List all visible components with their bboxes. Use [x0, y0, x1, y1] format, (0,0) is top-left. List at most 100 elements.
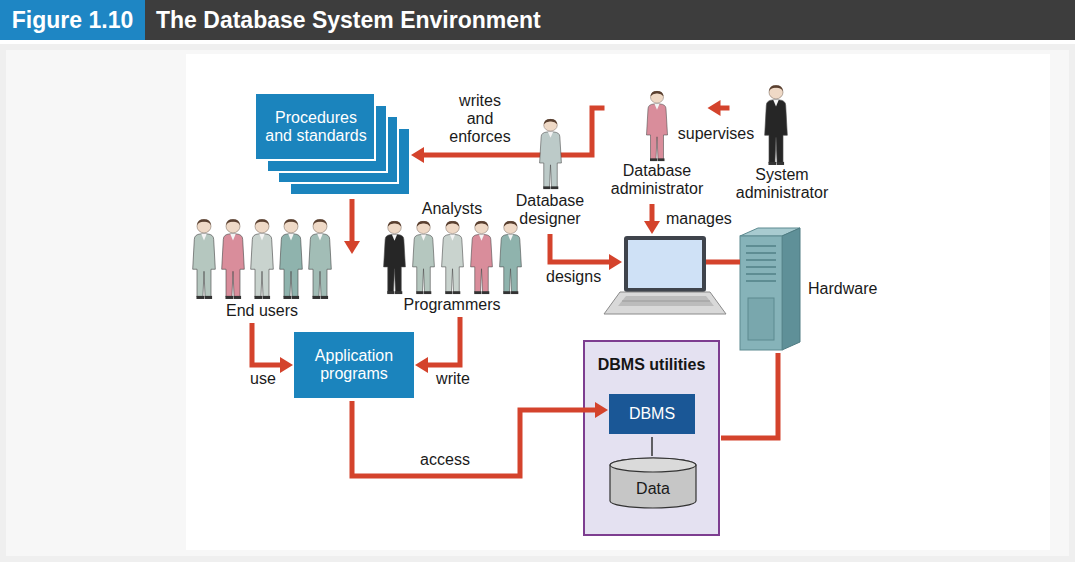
process-box: DBMS [609, 394, 695, 434]
person-figure [193, 219, 216, 299]
process-box: Application programs [294, 332, 414, 398]
person-figure [309, 219, 332, 299]
figure-space [184, 216, 340, 302]
arrow-head [280, 357, 293, 373]
edge-label-holder: write [434, 370, 472, 388]
edge-label-holder: access [418, 451, 472, 469]
arrow-head [644, 221, 660, 234]
person-figure [384, 221, 406, 294]
node-label: Hardware [808, 280, 877, 298]
connector-line [252, 323, 282, 365]
node-label: Data [636, 480, 670, 498]
group-heading: DBMS utilities [585, 356, 718, 374]
connector [252, 323, 293, 373]
cylinder-top [610, 458, 696, 472]
edge-label-holder: writes and enforces [447, 92, 512, 146]
edge-label-holder: use [248, 370, 278, 388]
laptop [624, 236, 706, 292]
server-tower [746, 266, 776, 268]
procedures-stack [255, 93, 375, 160]
people-group: Database administrator [608, 88, 707, 198]
flow-arrow [706, 260, 740, 265]
person-figure [540, 119, 562, 189]
connector [652, 437, 653, 456]
flow-arrow [550, 234, 611, 262]
server-tower [746, 273, 776, 275]
label-holder: designs [546, 268, 601, 286]
connector-line [721, 353, 778, 438]
node-label: Programmers [404, 296, 501, 314]
person-figure [442, 221, 464, 294]
hardware-unit: Hardware [740, 228, 877, 350]
action-label: manages [666, 210, 732, 228]
laptop [622, 301, 710, 302]
person-figure [251, 219, 274, 299]
server-tower [740, 236, 782, 350]
edge-label: supervises [676, 125, 756, 143]
laptop [604, 292, 726, 314]
node-label: Database designer [516, 192, 585, 228]
node-label: Database administrator [611, 162, 703, 198]
procedures-stack [255, 93, 410, 195]
node-label: System administrator [736, 166, 828, 202]
server-tower [746, 280, 776, 282]
server-tower [746, 259, 776, 261]
connector-line [426, 317, 460, 365]
arrow-head [344, 241, 360, 254]
arrow-head [609, 254, 622, 270]
figure-number: Figure 1.10 [0, 7, 145, 33]
server-tower [748, 298, 774, 340]
page-background [186, 54, 1050, 550]
server-tower [746, 246, 776, 281]
person-figure [765, 85, 788, 165]
data-cylinder: Data [609, 457, 697, 509]
edge-label-holder: supervises [676, 125, 756, 143]
server-tower [782, 228, 800, 350]
connector-line [352, 401, 597, 476]
person-figure [500, 221, 522, 294]
person-figure [471, 221, 493, 294]
label-holder: manages [666, 210, 732, 228]
page-background [6, 50, 1069, 556]
people-group: AnalystsProgrammers [374, 200, 530, 314]
server-tower [746, 245, 776, 247]
node-label: Procedures and standards [261, 109, 371, 145]
figure-title: The Database System Environment [156, 7, 541, 33]
person-figure [413, 221, 435, 294]
action-label: designs [546, 268, 601, 286]
person-figure [647, 91, 668, 161]
figure-number-tab [0, 0, 145, 40]
connector [721, 353, 778, 438]
person-figure [280, 219, 303, 299]
arrow-head [415, 357, 428, 373]
laptop [618, 296, 714, 306]
arrow-head [708, 100, 721, 116]
connector [415, 317, 460, 373]
node-label: DBMS [629, 405, 675, 423]
figure-space [374, 218, 530, 296]
flow-arrow [350, 199, 355, 243]
front-sheet-area: Procedures and standards [255, 93, 377, 160]
person-figure [193, 85, 788, 299]
laptop [628, 240, 702, 288]
person-figure [222, 219, 245, 299]
people-group: Database designer [513, 117, 588, 228]
label-holder: Figure 1.10 [0, 7, 145, 33]
figure-space [733, 82, 832, 166]
connector [708, 100, 730, 116]
edge-label: access [418, 451, 472, 469]
title-holder: The Database System Environment [156, 7, 541, 33]
flow-arrow [650, 204, 655, 223]
edge-label: write [434, 370, 472, 388]
node-label: End users [226, 302, 298, 320]
arrow-head [344, 221, 660, 270]
people-group: End users [184, 216, 340, 320]
node-label: Application programs [300, 347, 408, 383]
arrow-head [411, 147, 424, 163]
document-stack: Procedures and standards [255, 93, 410, 195]
edge-label: writes and enforces [447, 92, 512, 146]
connector-line [651, 437, 653, 456]
title-bar [0, 0, 1075, 40]
